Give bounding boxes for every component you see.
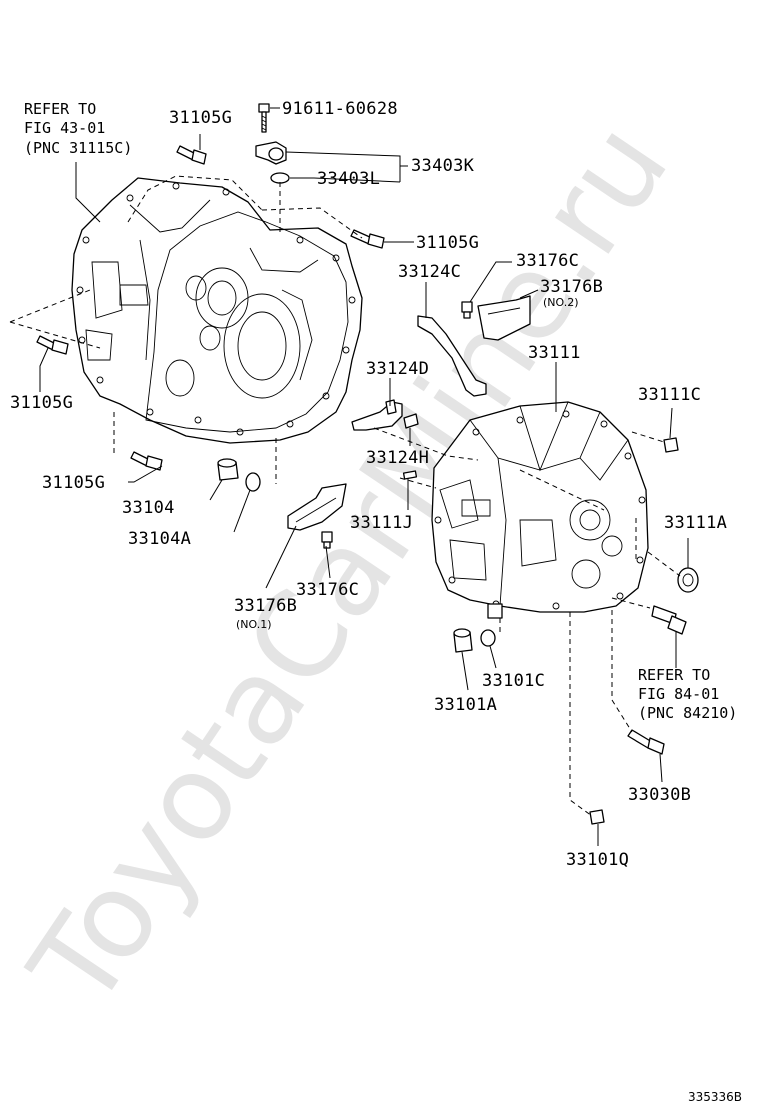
- label-33176c-bottom[interactable]: 33176C: [296, 580, 359, 600]
- bolt-31105g-left-icon: [36, 335, 69, 355]
- bolt-33101q-icon: [589, 809, 605, 825]
- ref-right-line-1: REFER TO: [638, 666, 710, 684]
- speedometer-sensor-icon: [651, 605, 687, 635]
- reference-note-top-left: REFER TO FIG 43-01 (PNC 31115C): [24, 100, 132, 157]
- ref-top-line-2: FIG 43-01: [24, 119, 105, 137]
- clamp-33176b-no2-icon: [477, 295, 531, 341]
- label-33101a[interactable]: 33101A: [434, 695, 497, 715]
- label-33124h[interactable]: 33124H: [366, 448, 429, 468]
- bolt-33111c-icon: [663, 437, 679, 453]
- ref-top-line-3: (PNC 31115C): [24, 139, 132, 157]
- label-33124d[interactable]: 33124D: [366, 359, 429, 379]
- label-33111a[interactable]: 33111A: [664, 513, 727, 533]
- bolt-33176c-bottom-icon: [321, 531, 333, 549]
- label-91611-60628[interactable]: 91611-60628: [282, 99, 398, 119]
- label-33111j[interactable]: 33111J: [350, 513, 413, 533]
- label-31105g-mid[interactable]: 31105G: [416, 233, 479, 253]
- label-33176c-top[interactable]: 33176C: [516, 251, 579, 271]
- label-33111[interactable]: 33111: [528, 343, 581, 363]
- label-33176b-no1: (NO.1): [236, 618, 272, 631]
- bolt-91611-icon: [258, 103, 270, 133]
- label-33176b-no2: (NO.2): [543, 296, 579, 309]
- gasket-33101c-icon: [480, 629, 496, 647]
- ref-right-line-3: (PNC 84210): [638, 704, 737, 722]
- label-31105g-left[interactable]: 31105G: [10, 393, 73, 413]
- pin-33111j-icon: [402, 470, 418, 480]
- oil-seal-33111a-icon: [677, 567, 699, 593]
- speed-sensor-icon: [255, 141, 287, 165]
- bolt-33030b-icon: [627, 729, 665, 755]
- label-33104[interactable]: 33104: [122, 498, 175, 518]
- label-33030b[interactable]: 33030B: [628, 785, 691, 805]
- label-31105g-bottom[interactable]: 31105G: [42, 473, 105, 493]
- plug-33101a-icon: [453, 628, 473, 653]
- bolt-33176c-top-icon: [461, 301, 473, 319]
- label-33101q[interactable]: 33101Q: [566, 850, 629, 870]
- label-31105g-top[interactable]: 31105G: [169, 108, 232, 128]
- bolt-31105g-top-icon: [176, 145, 207, 165]
- assembly-lines: [9, 175, 681, 817]
- bolt-31105g-bottom-icon: [130, 451, 163, 471]
- label-33403l[interactable]: 33403L: [317, 169, 380, 189]
- label-33176b-top[interactable]: 33176B: [540, 277, 603, 297]
- label-33111c[interactable]: 33111C: [638, 385, 701, 405]
- part-labels: 31105G 91611-60628 33403K 33403L 31105G …: [10, 99, 727, 870]
- bracket-33124c-icon: [417, 315, 487, 397]
- transaxle-housing: [71, 177, 363, 444]
- gasket-33104a-icon: [245, 472, 261, 492]
- bracket-33124d-icon: [351, 399, 403, 431]
- bolt-33124h-icon: [403, 413, 419, 429]
- label-33176b-bottom[interactable]: 33176B: [234, 596, 297, 616]
- bolt-31105g-mid-icon: [350, 229, 385, 249]
- clamp-33176b-no1-icon: [287, 483, 347, 531]
- figure-code: 335336B: [688, 1090, 742, 1104]
- label-33124c[interactable]: 33124C: [398, 262, 461, 282]
- o-ring-icon: [270, 172, 290, 184]
- label-33101c[interactable]: 33101C: [482, 671, 545, 691]
- plug-33104-icon: [217, 458, 239, 481]
- label-33403k[interactable]: 33403K: [411, 156, 475, 176]
- reference-note-right: REFER TO FIG 84-01 (PNC 84210): [638, 666, 737, 722]
- leader-lines: [39, 107, 689, 846]
- ref-top-line-1: REFER TO: [24, 100, 96, 118]
- ref-right-line-2: FIG 84-01: [638, 685, 719, 703]
- label-33104a[interactable]: 33104A: [128, 529, 191, 549]
- transaxle-case: [431, 401, 649, 619]
